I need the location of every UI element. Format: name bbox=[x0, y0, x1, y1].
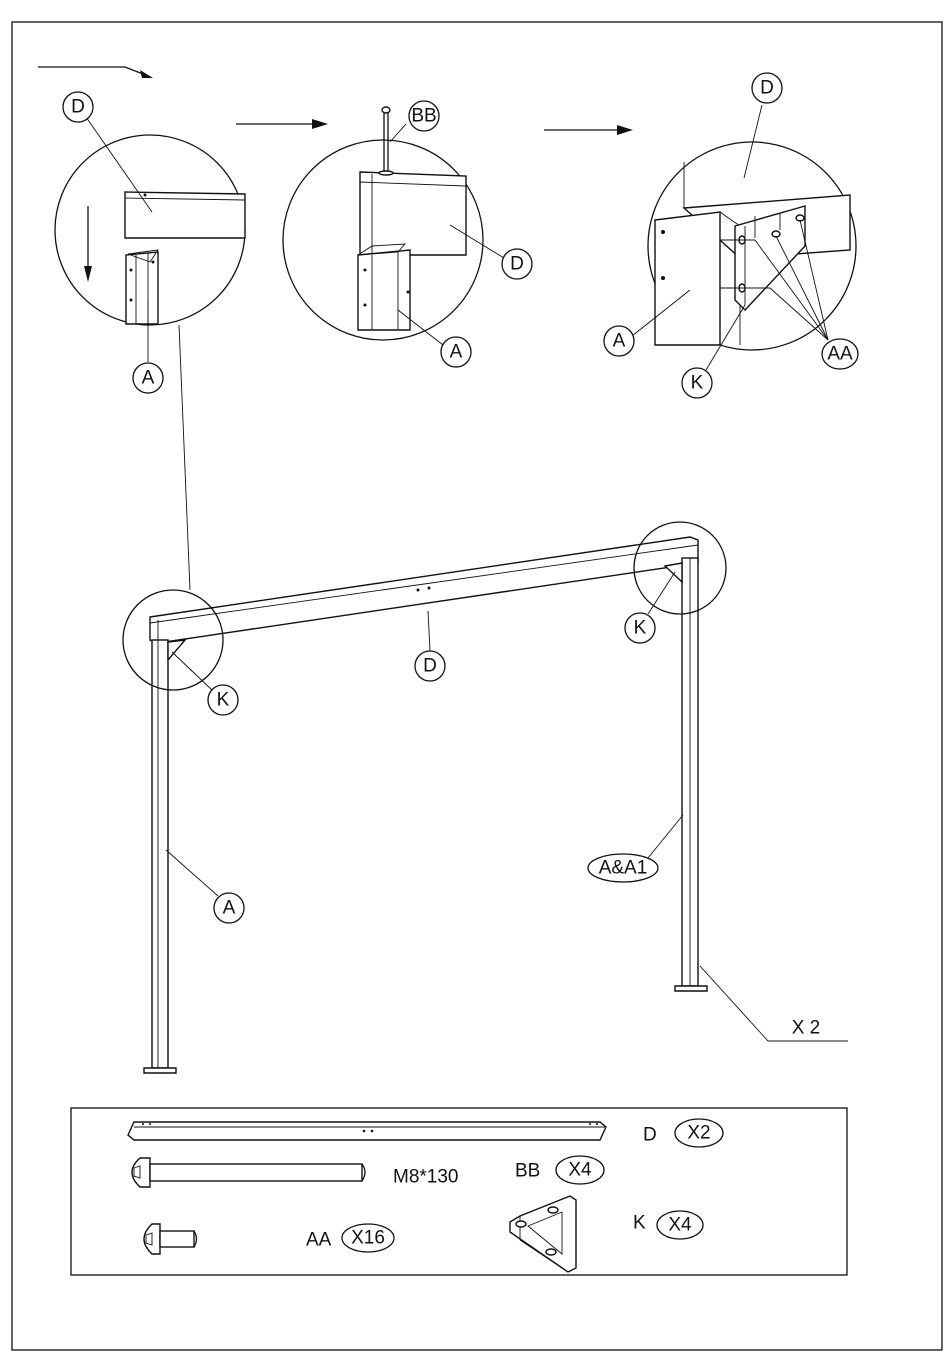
flow-arrow-1 bbox=[38, 67, 153, 78]
main-quantity-label: X 2 bbox=[792, 1018, 821, 1039]
part-beam-code: D bbox=[643, 1125, 657, 1146]
part-bolt-code: BB bbox=[515, 1161, 540, 1182]
part-bracket-code: K bbox=[633, 1213, 646, 1234]
detail2-label-bolt: BB bbox=[411, 106, 436, 127]
main-assembly: D K K A A&A1 X 2 bbox=[123, 522, 848, 1073]
part-beam-qty: X2 bbox=[687, 1123, 710, 1144]
part-screw-qty: X16 bbox=[351, 1228, 385, 1249]
main-left-leg-label: A bbox=[223, 898, 236, 919]
detail2-label-bottom: A bbox=[450, 342, 463, 363]
main-left-bracket-label: K bbox=[217, 690, 230, 711]
main-beam-label: D bbox=[423, 656, 437, 677]
detail3-label-left: A bbox=[613, 331, 626, 352]
flow-arrow-3 bbox=[544, 125, 633, 135]
detail-step-1: D A bbox=[55, 92, 245, 393]
part-bolt: M8*130 BB X4 bbox=[132, 1156, 604, 1188]
detail3-label-bracket: K bbox=[691, 373, 704, 394]
detail3-label-bolts: AA bbox=[827, 344, 853, 365]
main-right-bracket-label: K bbox=[634, 618, 647, 639]
flow-arrow-2 bbox=[236, 119, 328, 129]
detail3-label-top: D bbox=[760, 78, 774, 99]
detail1-label-top: D bbox=[71, 97, 85, 118]
part-bracket-qty: X4 bbox=[668, 1215, 692, 1236]
part-bracket: K X4 bbox=[510, 1196, 703, 1272]
part-screw-code: AA bbox=[306, 1230, 332, 1251]
main-right-leg-label: A&A1 bbox=[599, 858, 648, 879]
part-bolt-spec: M8*130 bbox=[393, 1167, 459, 1188]
detail1-label-bottom: A bbox=[142, 368, 155, 389]
detail-step-2: BB D A bbox=[283, 101, 532, 367]
part-screw: AA X16 bbox=[144, 1224, 394, 1254]
detail-callout-line bbox=[179, 325, 190, 590]
parts-list: D X2 M8*130 BB X4 AA X16 bbox=[71, 1108, 847, 1275]
part-beam: D X2 bbox=[128, 1119, 723, 1147]
detail2-label-top: D bbox=[510, 254, 524, 275]
part-bolt-qty: X4 bbox=[568, 1160, 592, 1181]
detail-step-3: D A K AA bbox=[604, 73, 858, 398]
